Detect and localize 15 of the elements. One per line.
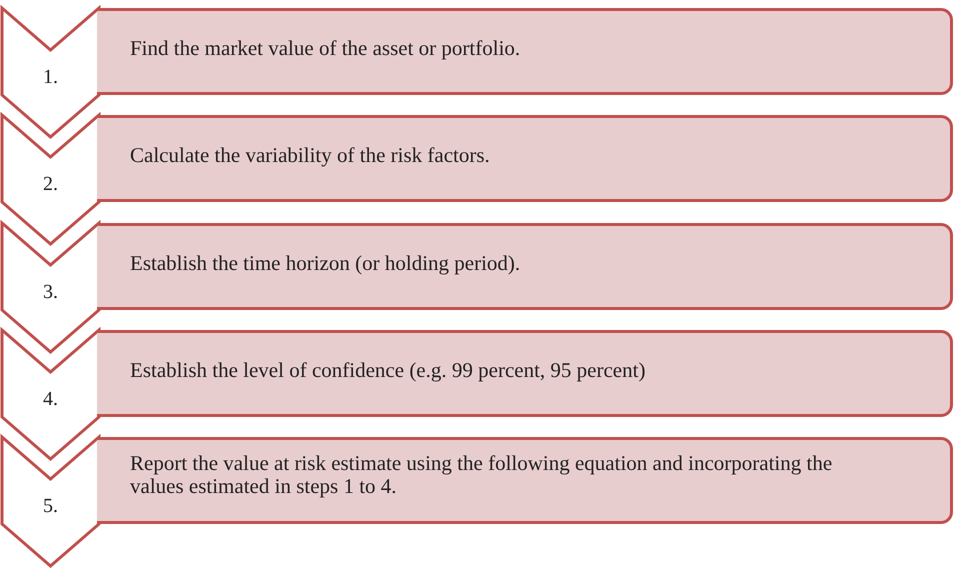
step-text: Find the market value of the asset or portfolio. bbox=[130, 37, 522, 60]
step-box bbox=[97, 8, 953, 95]
step-number: 5. bbox=[42, 495, 59, 518]
step-text: Establish the level of confidence (e.g. 99 percent, 95 percent) bbox=[130, 358, 646, 382]
step-box bbox=[97, 115, 953, 202]
step-box bbox=[97, 437, 953, 524]
step-number: 2. bbox=[42, 173, 59, 196]
step-box bbox=[97, 222, 953, 310]
step-text: Report the value at risk estimate using the following equation and incorporating the values estimated in steps 1 to 4. bbox=[130, 452, 834, 498]
step-number: 3. bbox=[42, 280, 59, 304]
step-number: 4. bbox=[42, 388, 59, 411]
step-text: Calculate the variability of the risk factors. bbox=[130, 144, 491, 168]
step-box bbox=[97, 330, 953, 417]
step-text: Establish the time horizon (or holding period). bbox=[130, 252, 522, 275]
step-number: 1. bbox=[42, 66, 59, 89]
